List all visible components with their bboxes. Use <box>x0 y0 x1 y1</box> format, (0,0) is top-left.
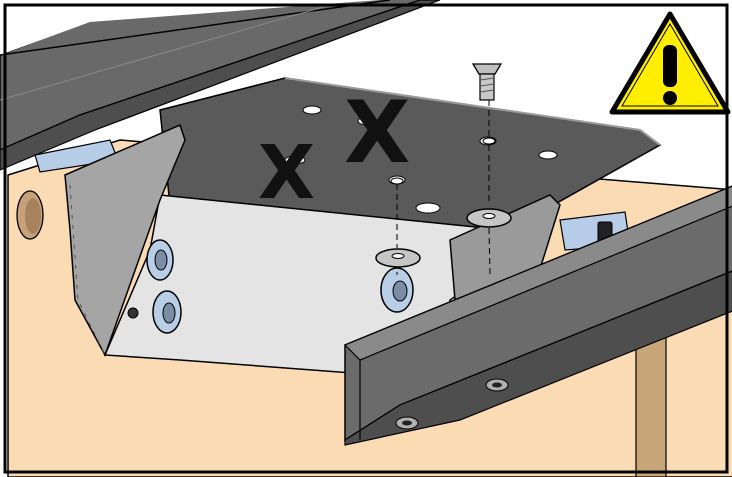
x-mark-left: X <box>258 130 315 216</box>
screw <box>471 63 503 101</box>
lower-rail <box>343 185 732 446</box>
washers <box>375 137 512 268</box>
bracket-screws <box>127 221 613 334</box>
upper-rail <box>0 0 441 171</box>
assembly-guides <box>396 100 491 276</box>
warning-triangle-icon <box>609 11 731 115</box>
x-mark-right: X <box>344 83 410 183</box>
frame-border <box>3 3 729 474</box>
